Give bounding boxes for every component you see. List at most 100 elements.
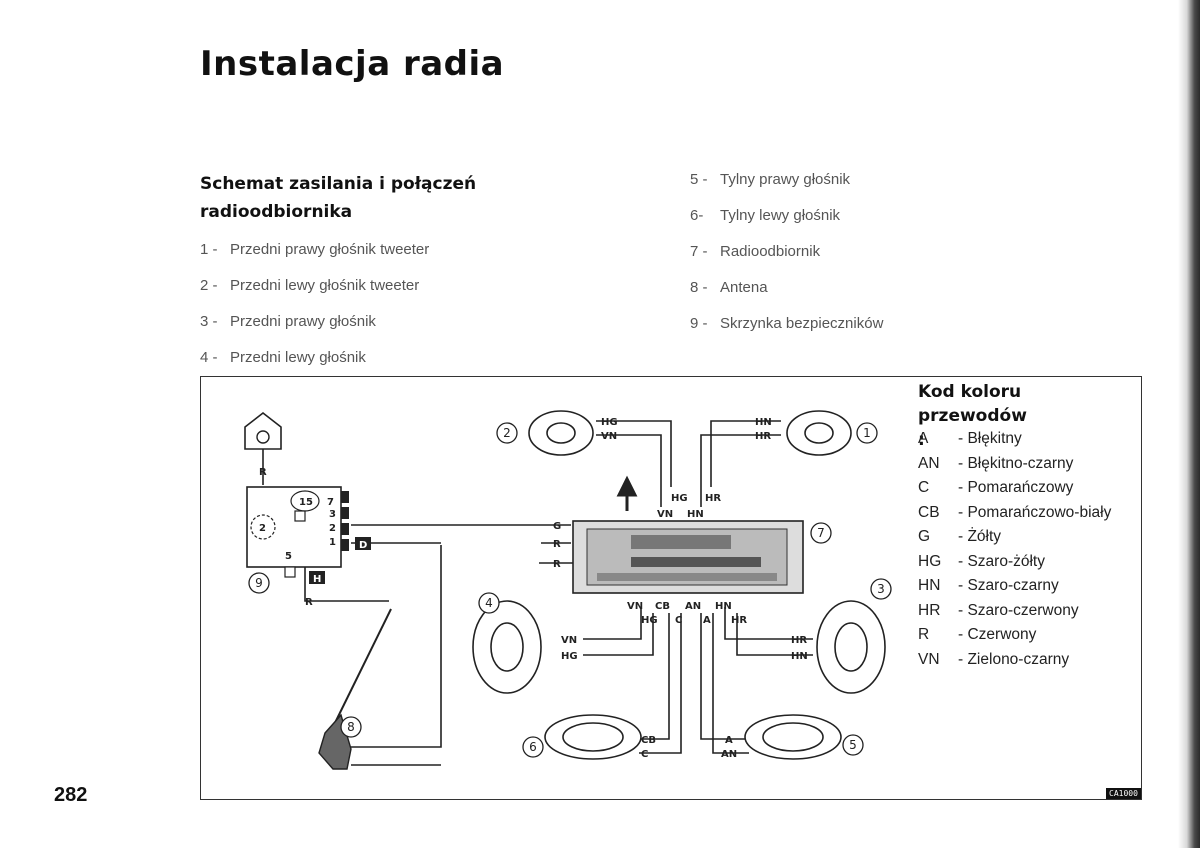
color-code-item: G - Żółty xyxy=(918,526,1111,551)
slot-1: 1 xyxy=(329,537,336,548)
legend-text: Przedni prawy głośnik xyxy=(230,313,376,330)
legend-num: 1 - xyxy=(200,241,218,258)
wire-label-hn-bottom: HN xyxy=(715,601,732,612)
wire-r-antenna xyxy=(346,545,442,748)
wire-label-vn-bottom: VN xyxy=(627,601,643,612)
color-name: - Żółty xyxy=(958,528,1002,545)
wire-vn-4 xyxy=(583,607,642,640)
legend-item: 6-Tylny lewy głośnik xyxy=(690,206,883,242)
color-code: R xyxy=(918,626,930,643)
legend-item: 7 -Radioodbiornik xyxy=(690,242,883,278)
wire-hr-top xyxy=(700,434,781,507)
legend-num: 6- xyxy=(690,207,704,224)
callout-3: 3 xyxy=(877,582,885,596)
fuse-connector xyxy=(244,411,282,485)
legend-text: Tylny prawy głośnik xyxy=(720,171,851,188)
wire-hr-3 xyxy=(724,607,813,640)
box-d xyxy=(355,537,371,550)
wire-label-r-fuse: R xyxy=(259,467,267,478)
legend-item: 8 -Antena xyxy=(690,278,883,314)
color-code-title: Kod koloru przewodów : xyxy=(918,382,1027,450)
color-name: - Pomarańczowo-biały xyxy=(958,503,1112,521)
wire-vn-top xyxy=(596,434,662,507)
wire-label-hn-1: HN xyxy=(755,417,772,428)
fuse-7: 7 xyxy=(327,497,334,508)
color-code-item: C- Pomarańczowy xyxy=(918,477,1111,502)
legend-num: 4 - xyxy=(200,349,218,366)
slot-2: 2 xyxy=(329,523,336,534)
callout-6: 6 xyxy=(529,740,537,754)
wiring-diagram-svg: R 15 7 3 2 1 2 5 D H R xyxy=(244,410,892,770)
radio-unit xyxy=(572,520,804,594)
legend-item: 1 - Przedni prawy głośnik tweeter xyxy=(200,240,429,276)
color-name: - Błękitny xyxy=(958,430,1022,447)
legend-item: 9 -Skrzynka bezpieczników xyxy=(690,314,883,350)
legend-text: Antena xyxy=(720,279,768,296)
legend-right: 5 -Tylny prawy głośnik 6-Tylny lewy głoś… xyxy=(690,170,883,350)
callout-9: 9 xyxy=(255,576,263,590)
legend-text: Przedni prawy głośnik tweeter xyxy=(230,241,430,258)
wire-c-6 xyxy=(639,613,682,754)
wire-label-g: G xyxy=(553,521,561,532)
color-code-item: R - Czerwony xyxy=(918,624,1111,649)
color-code-item: HR- Szaro-czerwony xyxy=(918,600,1111,625)
wire-label-hr-radio: HR xyxy=(705,493,721,504)
wire-hn-3 xyxy=(736,613,813,656)
wire-an-5 xyxy=(712,613,749,754)
fusebox xyxy=(246,486,349,568)
legend-text: Przedni lewy głośnik tweeter xyxy=(230,277,420,294)
box-d-label: D xyxy=(359,540,367,551)
wire-cb-6 xyxy=(639,613,670,740)
wire-label-an-bottom: AN xyxy=(685,601,701,612)
color-code: VN xyxy=(918,650,940,668)
color-name: - Pomarańczowy xyxy=(958,479,1074,496)
legend-item: 2 -Przedni lewy głośnik tweeter xyxy=(200,276,429,312)
wire-label-r-2: R xyxy=(553,559,561,570)
color-name: - Szaro-czarny xyxy=(958,577,1059,594)
wire-label-vn-4: VN xyxy=(561,635,577,646)
page-binding-edge xyxy=(1178,0,1200,848)
wire-label-hr-bottom: HR xyxy=(731,615,747,626)
color-code: G xyxy=(918,528,931,545)
callout-5: 5 xyxy=(849,738,857,752)
callout-7: 7 xyxy=(817,526,825,540)
fusebox-inner-2: 2 xyxy=(259,523,266,534)
wiring-diagram: R 15 7 3 2 1 2 5 D H R xyxy=(200,376,1142,800)
color-code: HN xyxy=(918,577,941,594)
wire-label-vn-radio: VN xyxy=(657,509,673,520)
color-name: - Czerwony xyxy=(958,626,1037,643)
box-h-label: H xyxy=(313,574,321,585)
color-code: HG xyxy=(918,552,942,570)
color-code: A xyxy=(918,430,929,447)
color-code-list: A - Błękitny AN - Błękitno-czarny C- Pomar… xyxy=(918,428,1111,673)
color-code-item: CB- Pomarańczowo-biały xyxy=(918,502,1111,527)
wire-hg-4 xyxy=(583,613,654,656)
wire-label-hg-radio: HG xyxy=(671,493,688,504)
color-code-item: A - Błękitny xyxy=(918,428,1111,453)
wire-label-an-5: AN xyxy=(721,749,737,760)
wire-hn-top xyxy=(710,420,781,487)
wire-a-5 xyxy=(700,613,749,740)
wire-label-a-5: A xyxy=(725,735,733,746)
legend-item: 5 -Tylny prawy głośnik xyxy=(690,170,883,206)
color-name: - Błękitno-czarny xyxy=(958,454,1074,472)
slot-3: 3 xyxy=(329,509,336,520)
wire-label-hr-3: HR xyxy=(791,635,807,646)
callout-1: 1 xyxy=(863,426,871,440)
legend-num: 7 - xyxy=(690,243,708,260)
wire-label-hg-bottom: HG xyxy=(641,615,658,626)
wire-label-r-fusebox: R xyxy=(305,597,313,608)
antenna xyxy=(318,608,441,770)
callout-8: 8 xyxy=(347,720,355,734)
wire-label-c-bottom: C xyxy=(675,615,682,626)
wire-label-cb-bottom: CB xyxy=(655,601,670,612)
wire-label-hr-1: HR xyxy=(755,431,771,442)
legend-text: Przedni lewy głośnik xyxy=(230,349,366,366)
color-name: - Zielono-czarny xyxy=(958,650,1070,668)
color-code: AN xyxy=(918,454,940,472)
fuse-15: 15 xyxy=(299,497,313,508)
legend-num: 3 - xyxy=(200,313,218,330)
wire-label-cb-6: CB xyxy=(641,735,656,746)
legend-left: 1 - Przedni prawy głośnik tweeter 2 -Prze… xyxy=(200,240,429,384)
wire-label-hn-3: HN xyxy=(791,651,808,662)
